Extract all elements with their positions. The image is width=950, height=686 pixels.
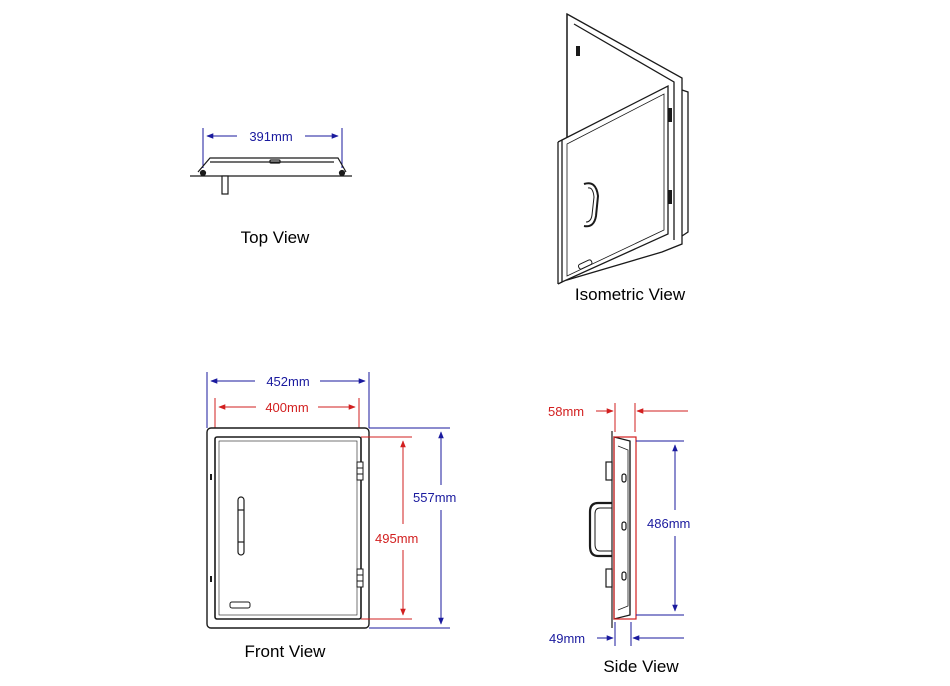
isometric-door: [557, 84, 669, 285]
front-door-handle: [237, 496, 245, 556]
front-door-panel: [214, 436, 362, 620]
top-view-width-dimension: 391mm: [202, 128, 343, 168]
front-inner-width-dimension: 400mm: [214, 398, 360, 436]
top-view-profile: [190, 157, 352, 195]
side-height-dimension: 486mm: [636, 440, 690, 616]
side-bottom-depth-dimension: 49mm: [549, 622, 684, 646]
top-view-width-label: 391mm: [249, 129, 292, 144]
side-top-depth-dimension: 58mm: [548, 403, 688, 432]
side-door-handle-inner: [594, 507, 612, 552]
front-inner-height-label: 495mm: [375, 531, 418, 546]
top-view-title: Top View: [241, 228, 310, 247]
side-cutout-outline: [613, 436, 637, 620]
front-frame-screws: [210, 474, 212, 582]
front-view-title: Front View: [245, 642, 327, 661]
side-bottom-depth-label: 49mm: [549, 631, 585, 646]
front-inner-height-dimension: 495mm: [361, 436, 418, 620]
front-outer-width-dimension: 452mm: [206, 372, 370, 428]
isometric-frame-slot: [576, 46, 580, 56]
isometric-hinges: [668, 108, 672, 204]
isometric-latch: [577, 259, 593, 270]
front-view: 452mm 400mm: [206, 372, 456, 661]
front-door-latch: [229, 601, 251, 609]
front-outer-height-label: 557mm: [413, 490, 456, 505]
front-outer-width-label: 452mm: [266, 374, 309, 389]
isometric-handle: [583, 182, 600, 228]
front-door-inner-edge: [218, 440, 358, 616]
side-profile: [605, 431, 631, 628]
side-view: 58mm 486mm: [548, 403, 690, 676]
isometric-view-title: Isometric View: [575, 285, 686, 304]
front-outer-height-dimension: 557mm: [369, 427, 456, 629]
side-view-title: Side View: [603, 657, 679, 676]
front-hinges: [356, 461, 364, 588]
top-view: 391mm Top View: [190, 128, 352, 247]
side-height-label: 486mm: [647, 516, 690, 531]
side-door-handle: [588, 501, 612, 558]
isometric-view: Isometric View: [557, 12, 689, 304]
front-inner-width-label: 400mm: [265, 400, 308, 415]
side-top-depth-label: 58mm: [548, 404, 584, 419]
